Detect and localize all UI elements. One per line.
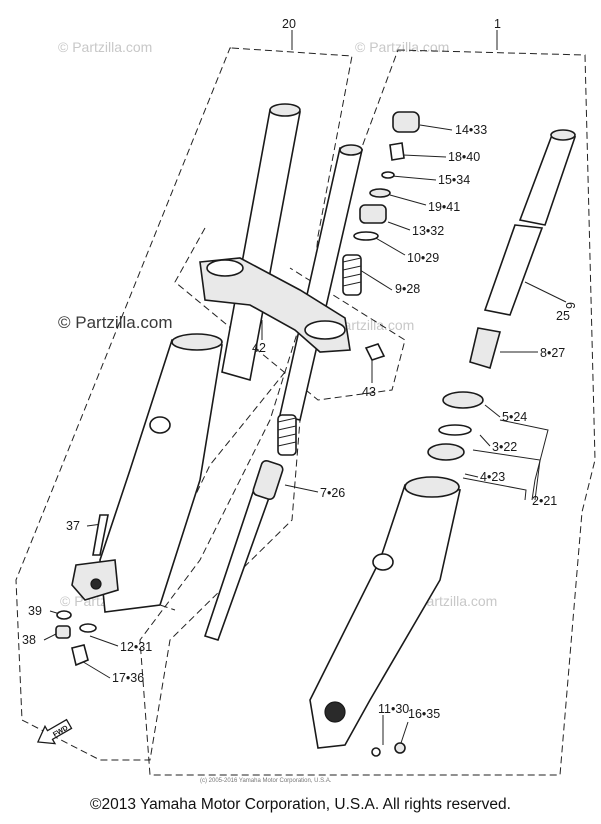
left-tube-cap [269,103,301,117]
dashed-group-outlines [15,47,596,776]
label-1: 1 [494,17,501,31]
drain-washer-11 [371,747,381,757]
part-labels: 20 1 14•33 18•40 15•34 19•41 13•32 10•29… [22,17,577,721]
left-fork-group-outline [15,47,353,761]
fwd-arrow: FWD [36,718,73,745]
left-axle-hole [90,578,102,590]
fork-spring-lower [277,414,297,456]
outer-tube-1-top [550,129,576,141]
label-38: 38 [22,633,36,647]
label-18-40: 18•40 [448,150,480,164]
label-37: 37 [66,519,80,533]
clamp-right-bore [304,320,346,340]
right-tube-top [339,144,363,156]
nut-38 [55,625,71,639]
right-outer-slider-2 [309,484,461,749]
label-6: 6 [563,302,577,309]
label-5-24: 5•24 [502,410,527,424]
left-slider-boss [149,416,171,434]
left-fork-assembly [55,103,301,667]
label-4-23: 4•23 [480,470,505,484]
cover-8 [469,327,502,370]
label-43: 43 [362,385,376,399]
center-parts [199,111,420,641]
seat-13 [359,204,387,224]
leader-lines [43,30,567,747]
oil-seal-5 [442,391,484,409]
diagram-inner-copyright: (c) 2005-2016 Yamaha Motor Corporation, … [200,778,332,784]
label-12-31: 12•31 [120,640,152,654]
outer-tube-6 [483,224,544,316]
right-fork-group-outline [139,49,596,776]
label-3-22: 3•22 [492,440,517,454]
oring-15 [381,171,395,179]
washer-12 [79,623,97,633]
fork-spring-upper [342,254,362,296]
label-14-33: 14•33 [455,123,487,137]
watermark-top-right: © Partzilla.com [355,39,449,55]
left-inner-tube [221,109,301,382]
label-8-27: 8•27 [540,346,565,360]
label-42: 42 [252,341,266,355]
cap-14 [392,111,420,133]
clamp-left-bore [206,259,244,277]
bolt-37 [92,514,109,556]
right-fork-assembly [309,129,577,757]
label-39: 39 [28,604,42,618]
right-axle-boss [324,701,346,723]
left-dust-seal [171,333,223,351]
washer-19 [369,188,391,198]
clip-3 [438,424,472,436]
label-20: 20 [282,17,296,31]
circlip-10 [353,231,379,241]
label-19-41: 19•41 [428,200,460,214]
label-13-32: 13•32 [412,224,444,238]
right-slider-top [404,476,460,498]
washer-39 [56,610,72,620]
footer-copyright: ©2013 Yamaha Motor Corporation, U.S.A. A… [90,796,511,813]
label-9-28: 9•28 [395,282,420,296]
watermark-large: © Partzilla.com [58,313,173,332]
watermark-top-left: © Partzilla.com [58,39,152,55]
label-11-30: 11•30 [378,702,409,716]
damper-rod-head [252,459,284,501]
label-25: 25 [556,309,570,323]
right-slider-boss [372,553,394,571]
lower-subgroup-outline [144,371,286,611]
label-15-34: 15•34 [438,173,470,187]
left-outer-slider [99,339,223,613]
label-17-36: 17•36 [112,671,144,685]
pinch-bolt-43 [364,343,386,361]
label-2-21: 2•21 [532,494,557,508]
triple-clamp-subgroup-outline [174,227,406,401]
label-16-35: 16•35 [408,707,440,721]
outer-tube-1 [518,134,577,226]
bolt-18 [389,142,405,161]
label-10-29: 10•29 [407,251,439,265]
bushing-4 [427,443,465,461]
drain-bolt-16 [394,742,406,754]
bolt-17 [71,644,89,667]
label-7-26: 7•26 [320,486,345,500]
